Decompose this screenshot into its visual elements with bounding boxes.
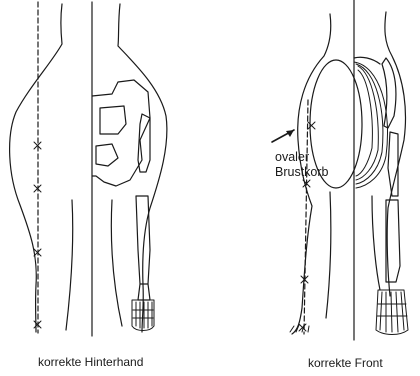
front-paw-bones bbox=[376, 290, 408, 335]
pelvis-bone bbox=[92, 80, 150, 186]
front-inner-leg-lines bbox=[326, 192, 380, 318]
ribcage-annotation: ovaler Brustkorb bbox=[275, 150, 329, 180]
inner-leg-lines bbox=[66, 200, 122, 330]
annotation-line-2: Brustkorb bbox=[275, 165, 329, 180]
hindquarters-figure bbox=[10, 2, 167, 336]
caption-hindquarters: korrekte Hinterhand bbox=[38, 355, 143, 369]
front-plumb-line-dashed bbox=[304, 100, 308, 334]
ribs bbox=[354, 62, 388, 188]
caption-front: korrekte Front bbox=[308, 356, 383, 370]
hindquarters-outline bbox=[10, 4, 167, 332]
annotation-line-1: ovaler bbox=[275, 150, 329, 165]
arrow-icon bbox=[272, 130, 294, 142]
